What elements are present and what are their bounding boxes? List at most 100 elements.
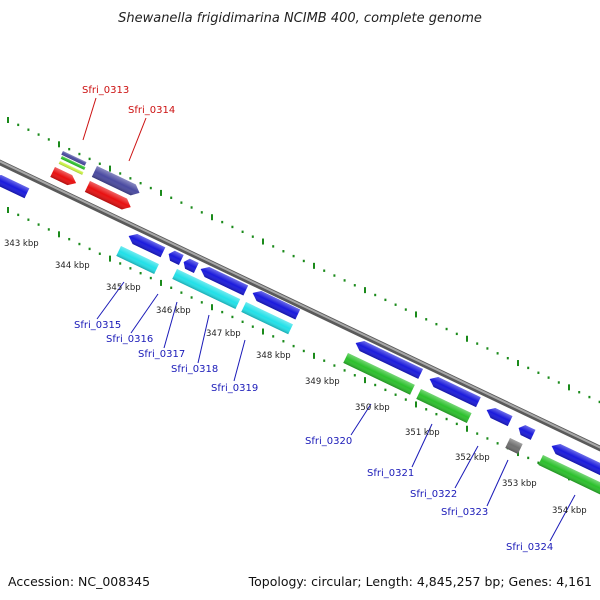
gene-label[interactable]: Sfri_0317 (138, 349, 185, 360)
scale-label: 349 kbp (305, 377, 340, 387)
major-tick (160, 189, 162, 196)
minor-tick (272, 245, 275, 248)
minor-tick (241, 320, 244, 324)
minor-tick (435, 412, 438, 416)
minor-tick (149, 276, 152, 280)
minor-tick (78, 152, 81, 156)
gene-feature[interactable] (427, 374, 481, 408)
connector-line (130, 293, 159, 334)
minor-tick (47, 138, 50, 141)
scale-label: 354 kbp (552, 506, 587, 516)
scale-label: 348 kbp (256, 351, 291, 361)
major-tick (364, 287, 366, 294)
gene-feature[interactable] (60, 156, 86, 170)
gene-feature[interactable] (250, 288, 301, 320)
minor-tick (282, 250, 285, 253)
accession-text: Accession: NC_008345 (8, 574, 150, 589)
gene-feature[interactable] (0, 172, 30, 199)
gene-label[interactable]: Sfri_0324 (506, 542, 553, 553)
gene-label[interactable]: Sfri_0313 (82, 85, 129, 96)
gene-label[interactable]: Sfri_0323 (441, 507, 488, 518)
gene-feature[interactable] (416, 389, 472, 424)
reverse-gene-labels: Sfri_0315 Sfri_0316 Sfri_0317 Sfri_0318 … (74, 320, 553, 553)
minor-tick (588, 395, 591, 399)
gene-feature[interactable] (126, 231, 166, 258)
gene-feature[interactable] (549, 441, 600, 477)
gene-label[interactable]: Sfri_0314 (128, 105, 175, 116)
gene-feature[interactable] (91, 166, 142, 198)
minor-tick (537, 461, 540, 464)
gene-features (0, 151, 600, 496)
minor-tick (476, 342, 479, 345)
major-tick (313, 262, 315, 269)
minor-tick (292, 344, 295, 348)
gene-label[interactable]: Sfri_0318 (171, 364, 218, 375)
minor-tick (129, 177, 132, 180)
gene-label[interactable]: Sfri_0322 (410, 489, 457, 500)
gene-feature[interactable] (343, 353, 415, 395)
major-tick (415, 311, 417, 318)
minor-tick (425, 408, 428, 411)
connector-line (549, 494, 576, 542)
connector-line (197, 314, 210, 364)
gene-feature[interactable] (58, 161, 84, 175)
minor-tick (251, 235, 254, 238)
minor-tick (139, 181, 142, 185)
gene-feature[interactable] (484, 405, 513, 427)
major-tick (211, 304, 213, 311)
minor-tick (343, 279, 346, 282)
major-tick (7, 207, 9, 213)
major-tick (313, 352, 315, 359)
minor-tick (547, 376, 550, 379)
minor-tick (404, 398, 407, 401)
gene-feature[interactable] (166, 249, 184, 265)
gene-label[interactable]: Sfri_0319 (211, 383, 258, 394)
minor-tick (170, 196, 173, 199)
minor-tick (17, 213, 20, 217)
scale-label: 353 kbp (502, 479, 537, 489)
minor-tick (292, 254, 295, 258)
minor-tick (37, 223, 40, 226)
minor-tick (445, 327, 448, 331)
major-tick (364, 377, 366, 384)
minor-tick (486, 347, 489, 350)
minor-tick (302, 349, 305, 353)
gene-feature[interactable] (505, 438, 523, 454)
minor-tick (47, 228, 50, 231)
minor-tick (27, 128, 30, 131)
gene-feature[interactable] (172, 269, 241, 310)
gene-feature[interactable] (538, 455, 600, 496)
scale-label: 350 kbp (355, 403, 390, 413)
gene-feature[interactable] (61, 151, 87, 166)
major-tick (211, 214, 213, 221)
minor-tick (282, 340, 285, 343)
minor-tick (231, 315, 234, 319)
minor-tick (190, 296, 193, 299)
major-tick (262, 238, 264, 245)
minor-tick (455, 422, 458, 426)
minor-tick (302, 259, 305, 263)
gene-label[interactable]: Sfri_0321 (367, 468, 414, 479)
minor-tick (476, 432, 479, 435)
minor-tick (88, 157, 91, 161)
minor-tick (180, 291, 183, 294)
gene-feature[interactable] (181, 257, 199, 273)
gene-feature[interactable] (516, 423, 536, 440)
gene-feature[interactable] (50, 167, 78, 188)
gene-feature[interactable] (116, 246, 159, 274)
gene-label[interactable]: Sfri_0320 (305, 436, 352, 447)
major-tick (517, 360, 519, 367)
gene-feature[interactable] (353, 338, 423, 379)
forward-gene-labels: Sfri_0313 Sfri_0314 (82, 85, 175, 116)
minor-tick (119, 262, 122, 265)
gene-feature[interactable] (84, 181, 133, 212)
gene-feature[interactable] (198, 264, 249, 296)
gene-label[interactable]: Sfri_0315 (74, 320, 121, 331)
major-tick (109, 165, 111, 172)
minor-tick (384, 298, 387, 302)
connector-line (233, 339, 246, 382)
gene-label[interactable]: Sfri_0316 (106, 334, 153, 345)
gene-feature[interactable] (241, 302, 293, 335)
genome-backbone (0, 159, 600, 452)
